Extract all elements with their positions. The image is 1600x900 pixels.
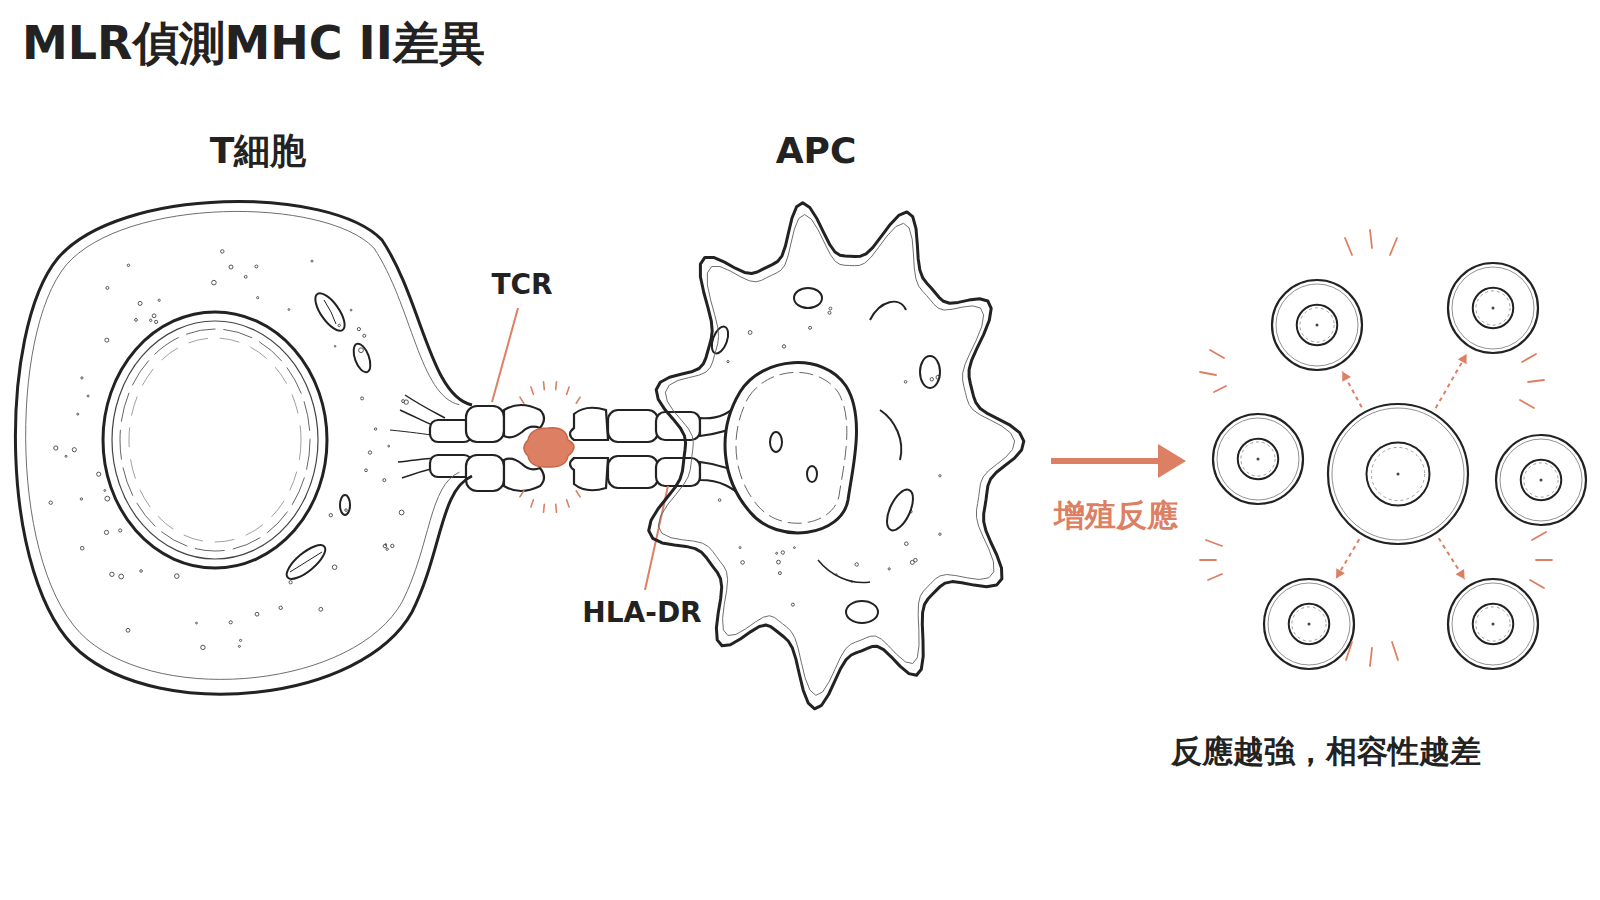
receptor-label: TCR (491, 268, 552, 302)
diagram-title: MLR偵測MHC II差異 (22, 16, 485, 71)
conclusion-note: 反應越強，相容性越差 (1171, 733, 1481, 770)
process-label: 增殖反應 (1054, 497, 1178, 534)
cell-heading: APC (620, 125, 1040, 172)
membrane (15, 202, 472, 695)
receptor-label: HLA-DR (582, 596, 701, 630)
t-cell-node: T細胞 (0, 125, 470, 715)
t-cell-outline (0, 125, 470, 715)
apc-outline (620, 125, 1040, 725)
inner-membrane (26, 211, 460, 679)
apc-node: APC (620, 125, 1040, 725)
inner-membrane (658, 215, 1014, 696)
membrane (649, 203, 1024, 709)
cell-heading: T細胞 (0, 125, 470, 172)
